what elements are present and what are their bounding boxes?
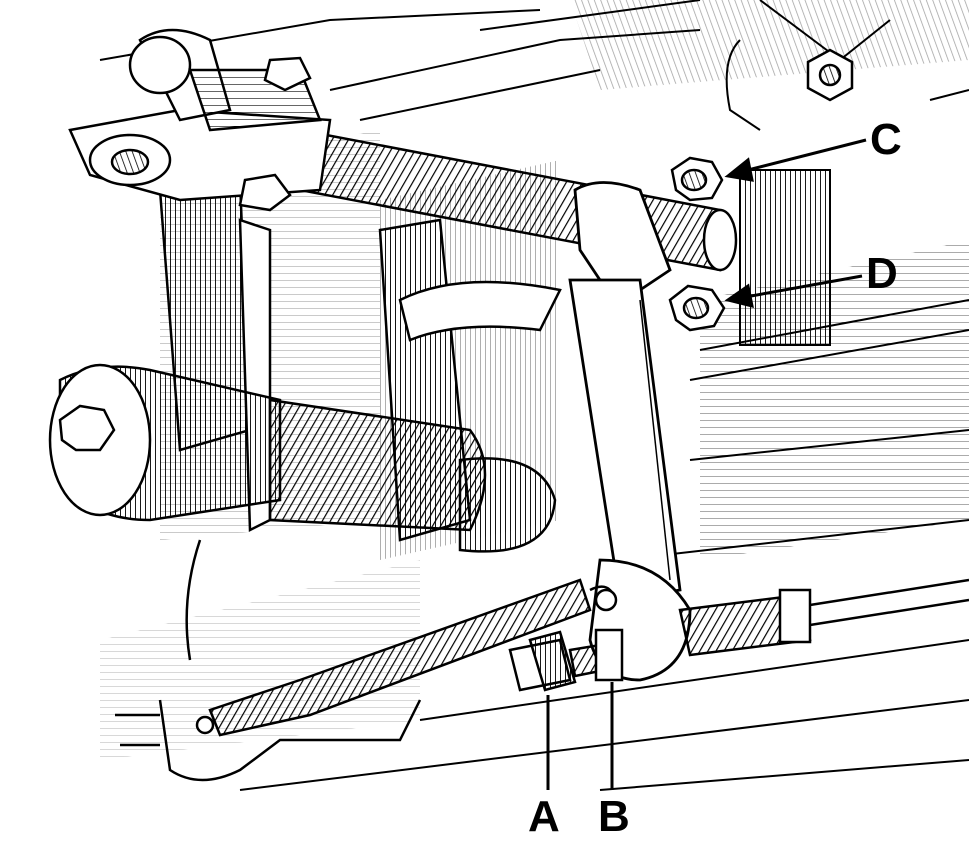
callout-label-a: A bbox=[528, 792, 560, 841]
arrowhead-c bbox=[724, 157, 754, 182]
callout-label-c: C bbox=[870, 115, 902, 164]
locknut-a bbox=[508, 630, 607, 692]
bolt-c bbox=[670, 156, 724, 202]
leader-c bbox=[739, 138, 867, 174]
adjuster-b bbox=[594, 588, 624, 682]
callout-leaders bbox=[546, 138, 867, 790]
callout-label-b: B bbox=[598, 792, 630, 841]
clevis-assembly bbox=[68, 28, 332, 212]
bolt-d bbox=[668, 284, 726, 332]
top-bolt bbox=[806, 48, 854, 102]
brake-cylinder bbox=[48, 363, 557, 553]
callout-label-d: D bbox=[866, 249, 898, 298]
arrowhead-d bbox=[724, 283, 754, 309]
lower-bracket bbox=[115, 539, 422, 782]
leader-d bbox=[739, 274, 863, 300]
adjuster-rod bbox=[678, 578, 969, 657]
return-spring bbox=[195, 578, 617, 737]
